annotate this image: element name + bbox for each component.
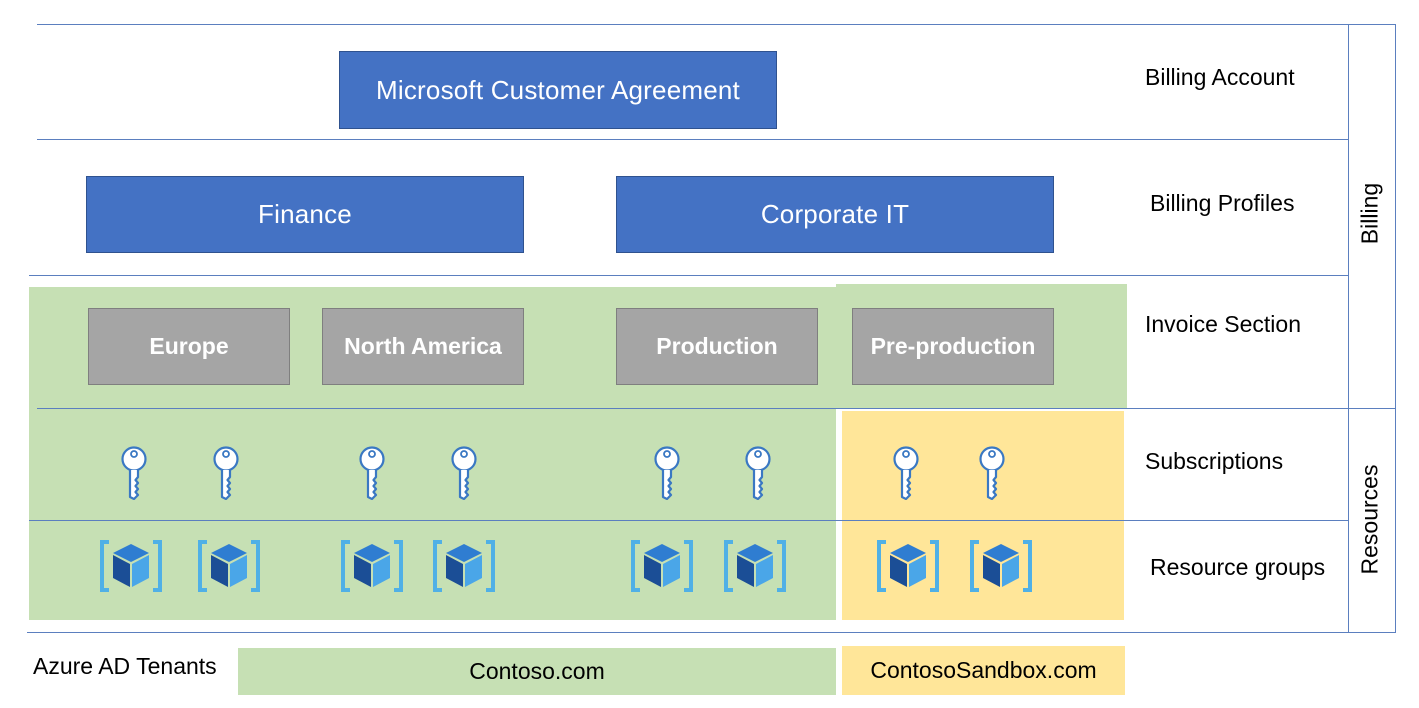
- key-icon: [450, 446, 478, 500]
- cube-icon: [723, 538, 787, 594]
- resource-groups-label: Resource groups: [1150, 554, 1326, 580]
- cube-icon: [969, 538, 1033, 594]
- divider-resources: [27, 632, 1396, 633]
- invoice-section-label: Invoice Section: [1145, 311, 1301, 337]
- divider-right-inner: [1348, 24, 1349, 633]
- sandbox-resources-area: [842, 411, 1124, 620]
- cube-icon: [432, 538, 496, 594]
- billing-profile-corporate-it: Corporate IT: [616, 176, 1054, 253]
- resources-side-label: Resources: [1356, 464, 1383, 575]
- cube-icon: [630, 538, 694, 594]
- invoice-section-north-america: North America: [322, 308, 524, 385]
- contoso-resources-area: [29, 409, 836, 620]
- divider-right-outer: [1395, 24, 1396, 633]
- key-icon: [892, 446, 920, 500]
- subscriptions-label: Subscriptions: [1145, 448, 1284, 474]
- key-icon: [358, 446, 386, 500]
- microsoft-customer-agreement-box: Microsoft Customer Agreement: [339, 51, 777, 129]
- divider-profiles: [29, 275, 1348, 276]
- key-icon: [978, 446, 1006, 500]
- divider-invoice: [37, 408, 1396, 409]
- divider-top: [37, 24, 1396, 25]
- key-icon: [212, 446, 240, 500]
- cube-icon: [99, 538, 163, 594]
- cube-icon: [197, 538, 261, 594]
- billing-account-label: Billing Account: [1145, 64, 1295, 90]
- cube-icon: [876, 538, 940, 594]
- tenant-contoso: Contoso.com: [238, 648, 836, 695]
- divider-subscriptions: [29, 520, 1348, 521]
- key-icon: [120, 446, 148, 500]
- tenant-contoso-sandbox: ContosoSandbox.com: [842, 646, 1125, 695]
- cube-icon: [340, 538, 404, 594]
- divider-account: [37, 139, 1348, 140]
- billing-side-label: Billing: [1356, 182, 1383, 245]
- invoice-section-production: Production: [616, 308, 818, 385]
- key-icon: [653, 446, 681, 500]
- billing-profiles-label: Billing Profiles: [1150, 190, 1295, 216]
- azure-ad-tenants-label: Azure AD Tenants: [33, 653, 217, 679]
- key-icon: [744, 446, 772, 500]
- billing-profile-finance: Finance: [86, 176, 524, 253]
- invoice-section-europe: Europe: [88, 308, 290, 385]
- invoice-section-pre-production: Pre-production: [852, 308, 1054, 385]
